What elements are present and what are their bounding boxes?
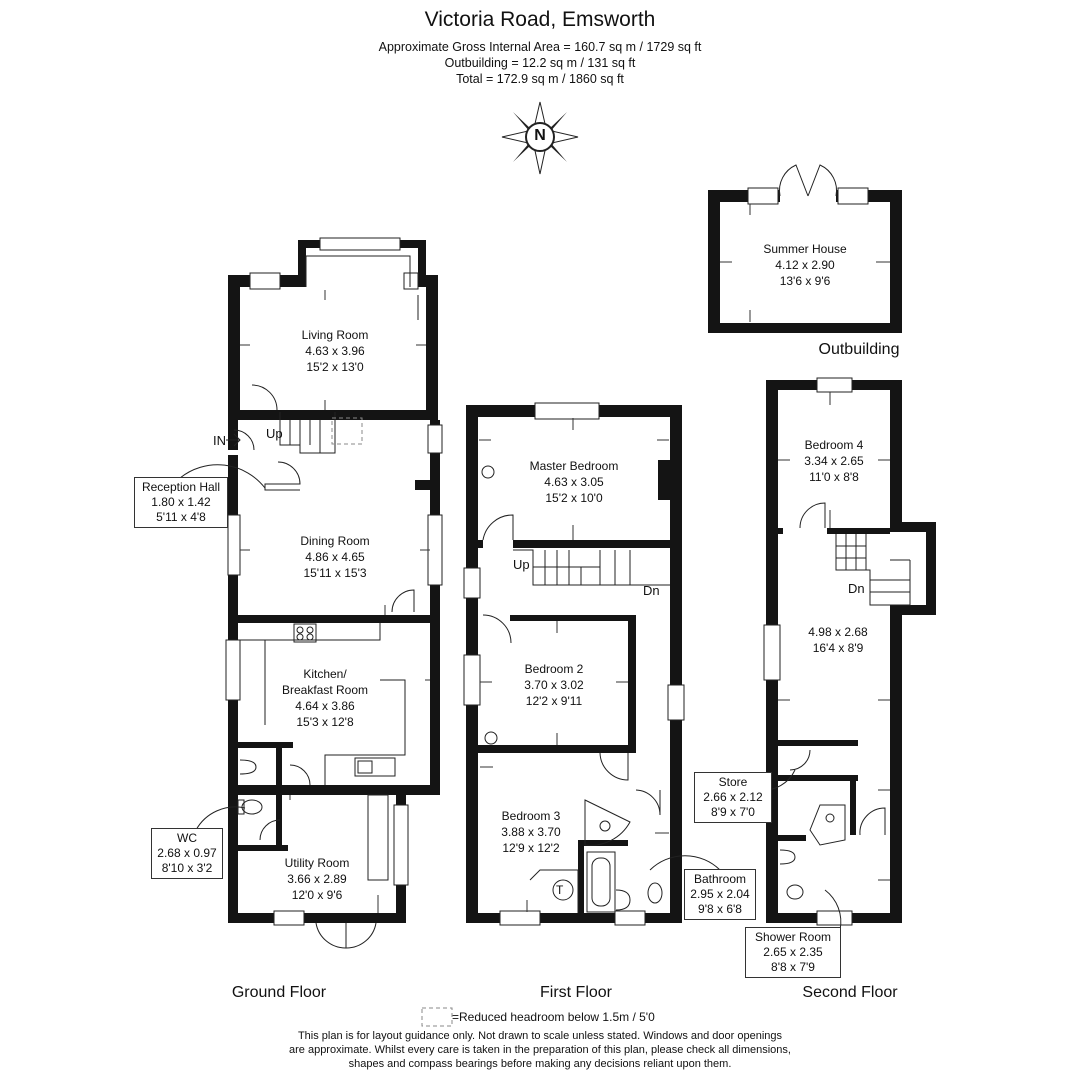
living-room-name: Living Room — [301, 328, 369, 342]
outbuilding-label: Outbuilding — [818, 341, 900, 358]
store-callout: Store 2.66 x 2.12 8'9 x 7'0 — [694, 772, 772, 823]
second-floor-plan — [763, 377, 936, 926]
summer-house-label: Summer House 4.12 x 2.90 13'6 x 9'6 — [740, 241, 870, 289]
first-floor-plan — [463, 402, 685, 926]
store-metric: 2.66 x 2.12 — [703, 790, 763, 804]
first-stairs-up-label: Up — [513, 557, 530, 572]
ground-floor-label: Ground Floor — [231, 984, 327, 1001]
bedroom-4-name: Bedroom 4 — [804, 438, 864, 452]
entrance-arrow-icon — [226, 433, 241, 447]
utility-room-imperial: 12'0 x 9'6 — [291, 888, 343, 902]
gross-internal-area: Approximate Gross Internal Area = 160.7 … — [378, 40, 702, 54]
kitchen-name-line1: Kitchen/ — [303, 667, 347, 681]
shower-room-imperial: 8'8 x 7'9 — [771, 960, 815, 974]
first-stairs-down-label: Dn — [643, 583, 660, 598]
bathroom-callout: Bathroom 2.95 x 2.04 9'8 x 6'8 — [684, 869, 756, 920]
bathroom-metric: 2.95 x 2.04 — [690, 887, 750, 901]
entrance-label: IN — [213, 433, 226, 448]
second-floor-room-imperial: 16'4 x 8'9 — [812, 641, 864, 655]
wc-callout: WC 2.68 x 0.97 8'10 x 3'2 — [151, 828, 223, 879]
wc-name: WC — [177, 831, 197, 845]
ground-stairs-up-label: Up — [266, 426, 283, 441]
dining-room-metric: 4.86 x 4.65 — [305, 550, 365, 564]
total-area: Total = 172.9 sq m / 1860 sq ft — [456, 72, 624, 86]
utility-room-metric: 3.66 x 2.89 — [287, 872, 347, 886]
dining-room-label: Dining Room 4.86 x 4.65 15'11 x 15'3 — [270, 533, 400, 581]
master-bedroom-label: Master Bedroom 4.63 x 3.05 15'2 x 10'0 — [509, 458, 639, 506]
plan-title: Victoria Road, Emsworth — [424, 8, 656, 31]
bedroom-3-imperial: 12'9 x 12'2 — [502, 841, 560, 855]
living-room-imperial: 15'2 x 13'0 — [306, 360, 364, 374]
living-room-label: Living Room 4.63 x 3.96 15'2 x 13'0 — [270, 327, 400, 375]
utility-room-label: Utility Room 3.66 x 2.89 12'0 x 9'6 — [252, 855, 382, 903]
bedroom-4-imperial: 11'0 x 8'8 — [809, 470, 859, 484]
kitchen-label: Kitchen/ Breakfast Room 4.64 x 3.86 15'3… — [260, 666, 390, 730]
store-name: Store — [718, 775, 748, 789]
bedroom-4-metric: 3.34 x 2.65 — [804, 454, 864, 468]
master-bedroom-imperial: 15'2 x 10'0 — [545, 491, 603, 505]
reception-hall-leader — [179, 464, 266, 489]
reception-hall-name: Reception Hall — [141, 480, 221, 494]
toilet-tank-label: T — [556, 883, 564, 897]
bedroom-3-name: Bedroom 3 — [501, 809, 561, 823]
compass-north-icon — [501, 101, 579, 175]
kitchen-metric: 4.64 x 3.86 — [295, 699, 355, 713]
second-floor-room-metric: 4.98 x 2.68 — [808, 625, 868, 639]
dining-room-name: Dining Room — [300, 534, 370, 548]
reduced-headroom-legend: =Reduced headroom below 1.5m / 5'0 — [452, 1010, 655, 1024]
bedroom-2-imperial: 12'2 x 9'11 — [525, 694, 583, 708]
reception-hall-metric: 1.80 x 1.42 — [151, 495, 211, 509]
ground-floor-plan — [225, 237, 443, 949]
disclaimer-line-1: This plan is for layout guidance only. N… — [297, 1030, 783, 1042]
second-floor-room-label: 4.98 x 2.68 16'4 x 8'9 — [788, 624, 888, 656]
shower-room-callout: Shower Room 2.65 x 2.35 8'8 x 7'9 — [745, 927, 841, 978]
utility-room-name: Utility Room — [284, 856, 350, 870]
reduced-headroom-swatch — [421, 1007, 453, 1027]
second-floor-label: Second Floor — [802, 984, 898, 1001]
bedroom-3-metric: 3.88 x 3.70 — [501, 825, 561, 839]
dining-room-imperial: 15'11 x 15'3 — [303, 566, 367, 580]
master-bedroom-name: Master Bedroom — [529, 459, 619, 473]
summer-house-imperial: 13'6 x 9'6 — [779, 274, 831, 288]
shower-room-name: Shower Room — [754, 930, 832, 944]
kitchen-name-line2: Breakfast Room — [281, 683, 369, 697]
shower-room-leader — [824, 889, 842, 931]
store-imperial: 8'9 x 7'0 — [711, 805, 755, 819]
reception-hall-imperial: 5'11 x 4'8 — [156, 510, 206, 524]
wc-leader — [195, 806, 246, 831]
outbuilding-area: Outbuilding = 12.2 sq m / 131 sq ft — [444, 56, 636, 70]
compass-north-letter: N — [534, 127, 546, 144]
second-stairs-down-label: Dn — [848, 581, 865, 596]
summer-house-metric: 4.12 x 2.90 — [775, 258, 835, 272]
bedroom-2-name: Bedroom 2 — [524, 662, 584, 676]
bedroom-4-label: Bedroom 4 3.34 x 2.65 11'0 x 8'8 — [784, 437, 884, 485]
bathroom-imperial: 9'8 x 6'8 — [698, 902, 742, 916]
bathroom-leader — [649, 855, 721, 871]
reception-hall-callout: Reception Hall 1.80 x 1.42 5'11 x 4'8 — [134, 477, 228, 528]
outbuilding-plan — [708, 164, 902, 333]
disclaimer-line-2: are approximate. Whilst every care is ta… — [289, 1044, 791, 1056]
wc-imperial: 8'10 x 3'2 — [161, 861, 213, 875]
bathroom-name: Bathroom — [693, 872, 747, 886]
shower-room-metric: 2.65 x 2.35 — [763, 945, 823, 959]
kitchen-imperial: 15'3 x 12'8 — [296, 715, 354, 729]
master-bedroom-metric: 4.63 x 3.05 — [544, 475, 604, 489]
summer-house-name: Summer House — [763, 242, 847, 256]
first-floor-label: First Floor — [540, 984, 612, 1001]
living-room-metric: 4.63 x 3.96 — [305, 344, 365, 358]
disclaimer-line-3: shapes and compass bearings before makin… — [348, 1058, 732, 1070]
bedroom-2-label: Bedroom 2 3.70 x 3.02 12'2 x 9'11 — [494, 661, 614, 709]
wc-metric: 2.68 x 0.97 — [157, 846, 217, 860]
bedroom-3-label: Bedroom 3 3.88 x 3.70 12'9 x 12'2 — [486, 808, 576, 856]
bedroom-2-metric: 3.70 x 3.02 — [524, 678, 584, 692]
